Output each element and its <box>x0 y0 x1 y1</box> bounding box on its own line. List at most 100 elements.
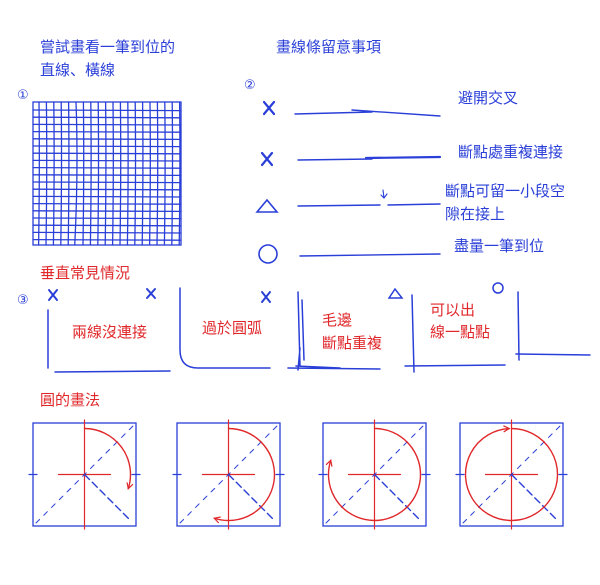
case-rough-vertical <box>297 291 305 371</box>
crossing-line-b <box>351 109 441 117</box>
case-overshoot-horizontal <box>404 364 506 367</box>
hatch-horizontal-line <box>32 181 182 184</box>
hatch-horizontal-line <box>32 166 182 169</box>
case-overshoot-vertical <box>411 294 415 373</box>
hatch-horizontal-line <box>32 224 182 227</box>
hatch-horizontal-line <box>32 210 182 213</box>
hatch-vertical-line <box>163 101 166 246</box>
hatch-vertical-line <box>126 101 129 246</box>
hatch-vertical-line <box>89 101 92 246</box>
hatch-vertical-line <box>45 101 48 246</box>
gap-line-a <box>297 204 381 207</box>
section-mark-1: ① <box>17 88 29 103</box>
title-line-1: 嘗試畫看一筆到位的 <box>40 38 176 56</box>
note-marks <box>255 100 279 264</box>
hatch-horizontal-line <box>32 217 182 220</box>
hatch-vertical-line <box>156 101 159 246</box>
circle-arc-stroke <box>327 427 422 522</box>
circle-diagonal-guide <box>227 473 275 521</box>
hatch-vertical-line <box>171 101 174 246</box>
circle-arc-stroke <box>213 427 276 522</box>
overlap-line-a <box>297 158 373 161</box>
circle-arc-stroke <box>83 427 132 490</box>
cross-mark-icon <box>260 151 274 167</box>
circle-heading: 圓的畫法 <box>40 391 101 409</box>
hatch-vertical-line <box>67 101 70 246</box>
gap-arrow-icon <box>380 189 388 199</box>
case-clean-vertical <box>517 291 520 361</box>
hatch-vertical-line <box>148 101 151 246</box>
section-mark-2: ② <box>244 78 256 93</box>
crossing-line-a <box>294 111 373 115</box>
title-line-2: 直線、橫線 <box>40 61 116 79</box>
hatch-horizontal-line <box>32 123 182 126</box>
circle-step-2 <box>172 419 285 530</box>
hatch-grid-drawing <box>32 101 182 246</box>
one-stroke-line <box>299 253 441 257</box>
hatch-horizontal-line <box>32 145 182 148</box>
hatch-vertical-line <box>37 101 40 246</box>
hatch-grid-frame <box>32 101 182 246</box>
hatch-horizontal-line <box>32 159 182 162</box>
circle-mark-icon <box>492 282 504 294</box>
circle-steps <box>28 419 568 530</box>
hatch-horizontal-line <box>32 202 182 205</box>
hatch-vertical-line <box>119 101 122 246</box>
circle-arc-stroke <box>464 427 559 522</box>
note-lines <box>294 109 442 257</box>
hatch-horizontal-line <box>32 174 182 177</box>
hatch-horizontal-line <box>32 130 182 133</box>
gap-line-b <box>387 203 441 206</box>
hatch-horizontal-line <box>32 195 182 198</box>
case-too-curved-label: 過於圓弧 <box>202 319 263 337</box>
case-rough-horizontal <box>287 365 381 370</box>
case-overshoot-label-1: 可以出 <box>430 301 476 319</box>
hatch-horizontal-line <box>32 152 182 155</box>
hatch-horizontal-line <box>32 138 182 141</box>
circle-step-1 <box>28 419 141 530</box>
case-rough-label-2: 斷點重複 <box>322 334 383 352</box>
note-one-stroke: 盡量一筆到位 <box>454 237 545 255</box>
hatch-vertical-line <box>178 101 181 246</box>
perpendicular-cases <box>47 282 591 373</box>
triangle-mark-icon <box>387 287 404 299</box>
case-clean-horizontal <box>515 353 591 356</box>
hatch-horizontal-line <box>32 116 182 119</box>
circle-arrow-icon <box>503 425 511 433</box>
hatch-vertical-line <box>111 101 114 246</box>
hatch-vertical-line <box>60 101 63 246</box>
note-gap-line-1: 斷點可留一小段空 <box>445 182 566 200</box>
case-not-connected-horizontal <box>54 370 171 373</box>
cross-mark-icon <box>261 291 271 303</box>
hatch-vertical-line <box>134 101 137 246</box>
circle-step-4 <box>455 419 568 530</box>
cross-mark-icon <box>48 289 58 301</box>
case-not-connected-label: 兩線沒連接 <box>72 323 148 341</box>
cross-mark-icon <box>146 288 156 299</box>
hatch-horizontal-line <box>32 109 182 112</box>
triangle-mark-icon <box>255 198 279 213</box>
hatch-vertical-line <box>141 101 144 246</box>
circle-mark-icon <box>258 244 278 264</box>
hatch-horizontal-line <box>32 238 182 241</box>
circle-diagonal-guide <box>510 473 558 521</box>
circle-arrow-icon <box>213 516 221 524</box>
case-too-curved-corner <box>179 287 271 369</box>
circle-arrow-icon <box>126 482 134 490</box>
section-mark-3: ③ <box>17 293 29 308</box>
hatch-vertical-line <box>104 101 107 246</box>
hatch-horizontal-line <box>32 188 182 191</box>
circle-diagonal-guide <box>373 473 421 521</box>
hatch-vertical-line <box>82 101 85 246</box>
overlap-line-b <box>364 155 442 160</box>
circle-arrow-icon <box>325 459 333 467</box>
cross-mark-icon <box>262 100 276 116</box>
note-avoid-cross: 避開交叉 <box>458 89 519 107</box>
case-rough-label-1: 毛邊 <box>322 311 353 329</box>
case-overshoot-label-2: 線一點點 <box>430 323 491 341</box>
hatch-vertical-line <box>52 101 55 246</box>
notes-heading: 畫線條留意事項 <box>276 38 382 56</box>
note-gap-line-2: 隙在接上 <box>445 205 506 223</box>
circle-diagonal-guide <box>83 473 131 521</box>
